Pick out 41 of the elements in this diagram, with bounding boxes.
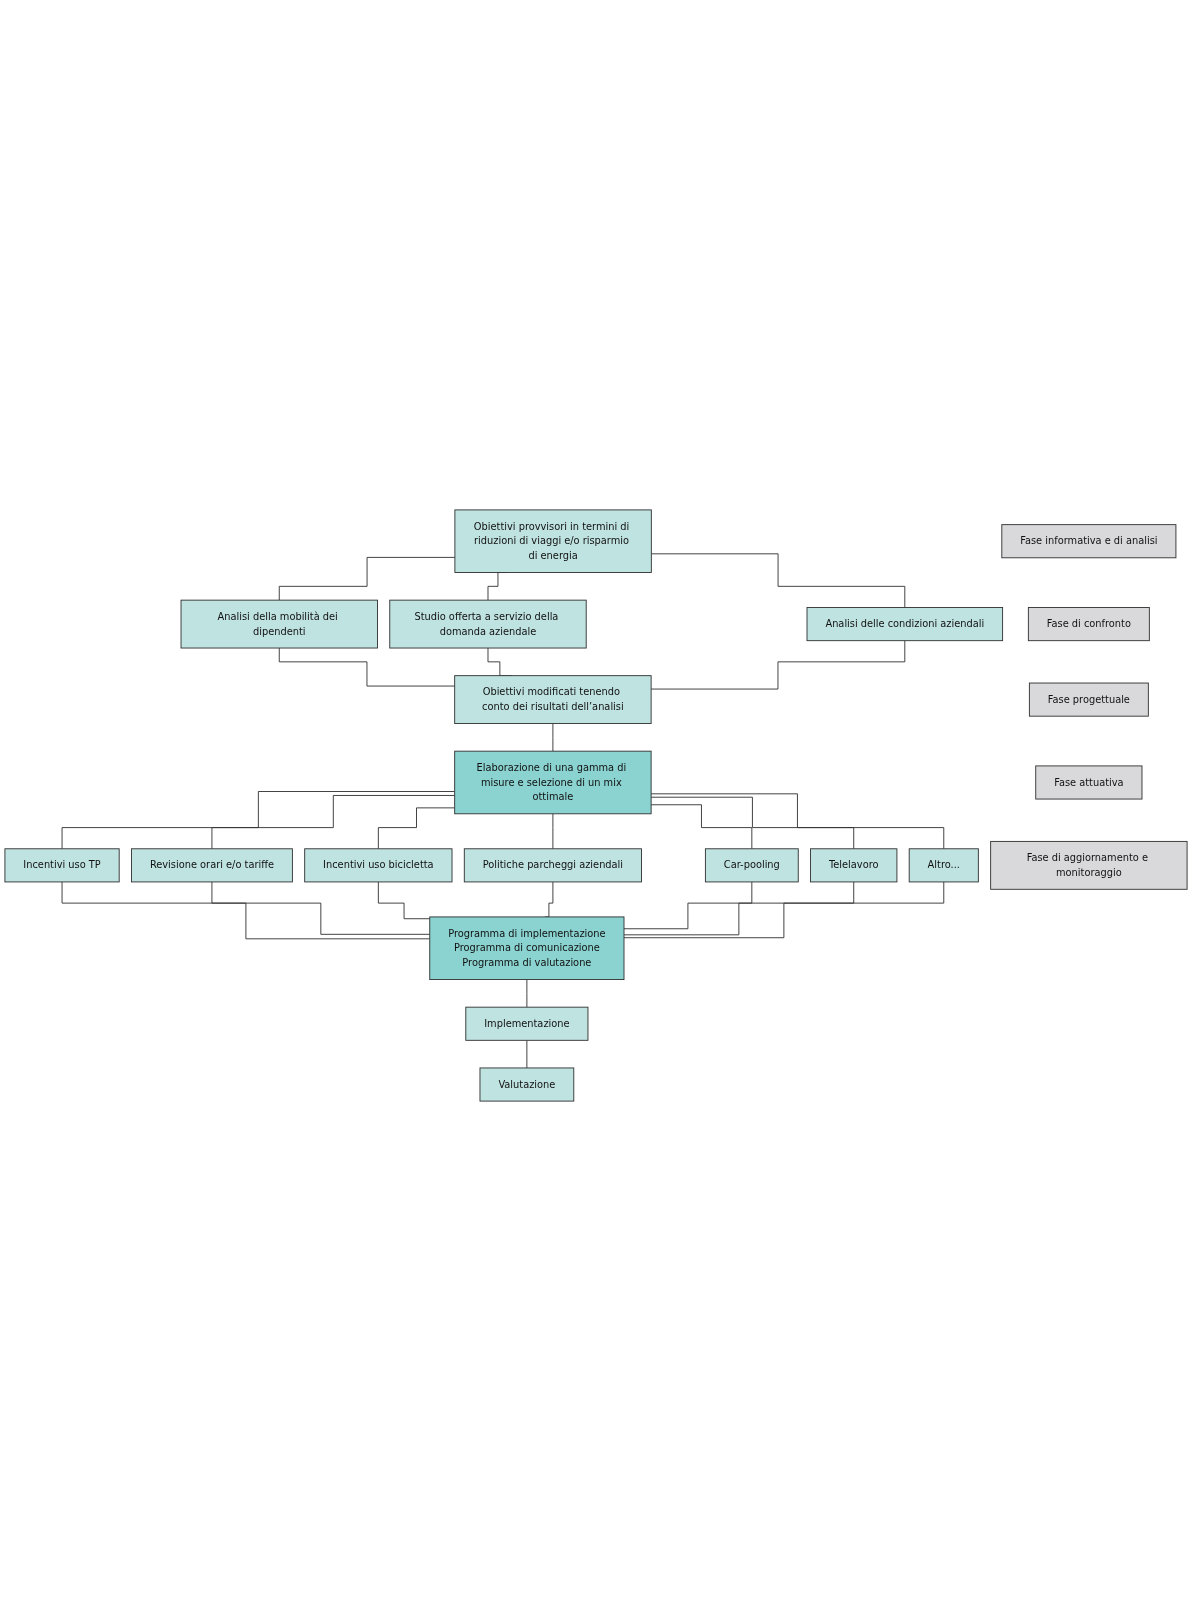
connector	[526, 979, 528, 1008]
connector	[552, 723, 554, 752]
node-box: Fase informativa e di analisi	[1001, 524, 1177, 559]
node-box: Incentivi uso TP	[4, 848, 120, 883]
connector	[623, 881, 753, 930]
node-box: Implementazione	[465, 1006, 589, 1041]
connector	[623, 881, 855, 936]
node-box: Telelavoro	[810, 848, 898, 883]
connector	[377, 807, 456, 850]
connector	[650, 553, 906, 608]
node-box: Analisi delle condizioni aziendali	[806, 607, 1004, 642]
node-box: Revisione orari e/o tariffe	[131, 848, 293, 883]
connector	[650, 793, 945, 850]
node-box: Car-pooling	[704, 848, 799, 883]
connector	[377, 881, 431, 920]
node-box: Incentivi uso bicicletta	[304, 848, 453, 883]
connector	[623, 881, 945, 939]
node-box: Obiettivi modificati tenendo conto dei risultati dell’analisi	[454, 675, 652, 724]
node-box: Altro...	[908, 848, 979, 883]
node-box: Politiche parcheggi aziendali	[463, 848, 642, 883]
node-box: Obiettivi provvisori in termini di riduzioni di viaggi e/o risparmio di energia	[454, 509, 652, 573]
node-box: Valutazione	[479, 1067, 575, 1102]
node-box: Studio offerta a servizio della domanda aziendale	[389, 599, 587, 649]
connector	[526, 1039, 528, 1069]
node-box: Fase attuativa	[1035, 765, 1143, 800]
connector	[650, 804, 753, 850]
connector	[211, 881, 431, 935]
connector	[61, 791, 456, 850]
node-box: Fase di aggiornamento e monitoraggio	[990, 840, 1188, 890]
node-box: Fase progettuale	[1028, 682, 1149, 717]
connector	[650, 796, 855, 850]
node-box: Analisi della mobilità dei dipendenti	[180, 599, 378, 649]
connector	[211, 795, 456, 850]
connector	[650, 640, 906, 690]
connector	[61, 881, 431, 940]
connector	[278, 556, 456, 601]
node-box: Fase di confronto	[1027, 607, 1150, 642]
node-box: Elaborazione di una gamma di misure e selezione di un mix ottimale	[454, 750, 652, 815]
connector	[552, 813, 554, 850]
connector	[278, 647, 456, 687]
node-box: Programma di implementazione Programma di comunicazione Programma di valutazione	[429, 916, 625, 980]
